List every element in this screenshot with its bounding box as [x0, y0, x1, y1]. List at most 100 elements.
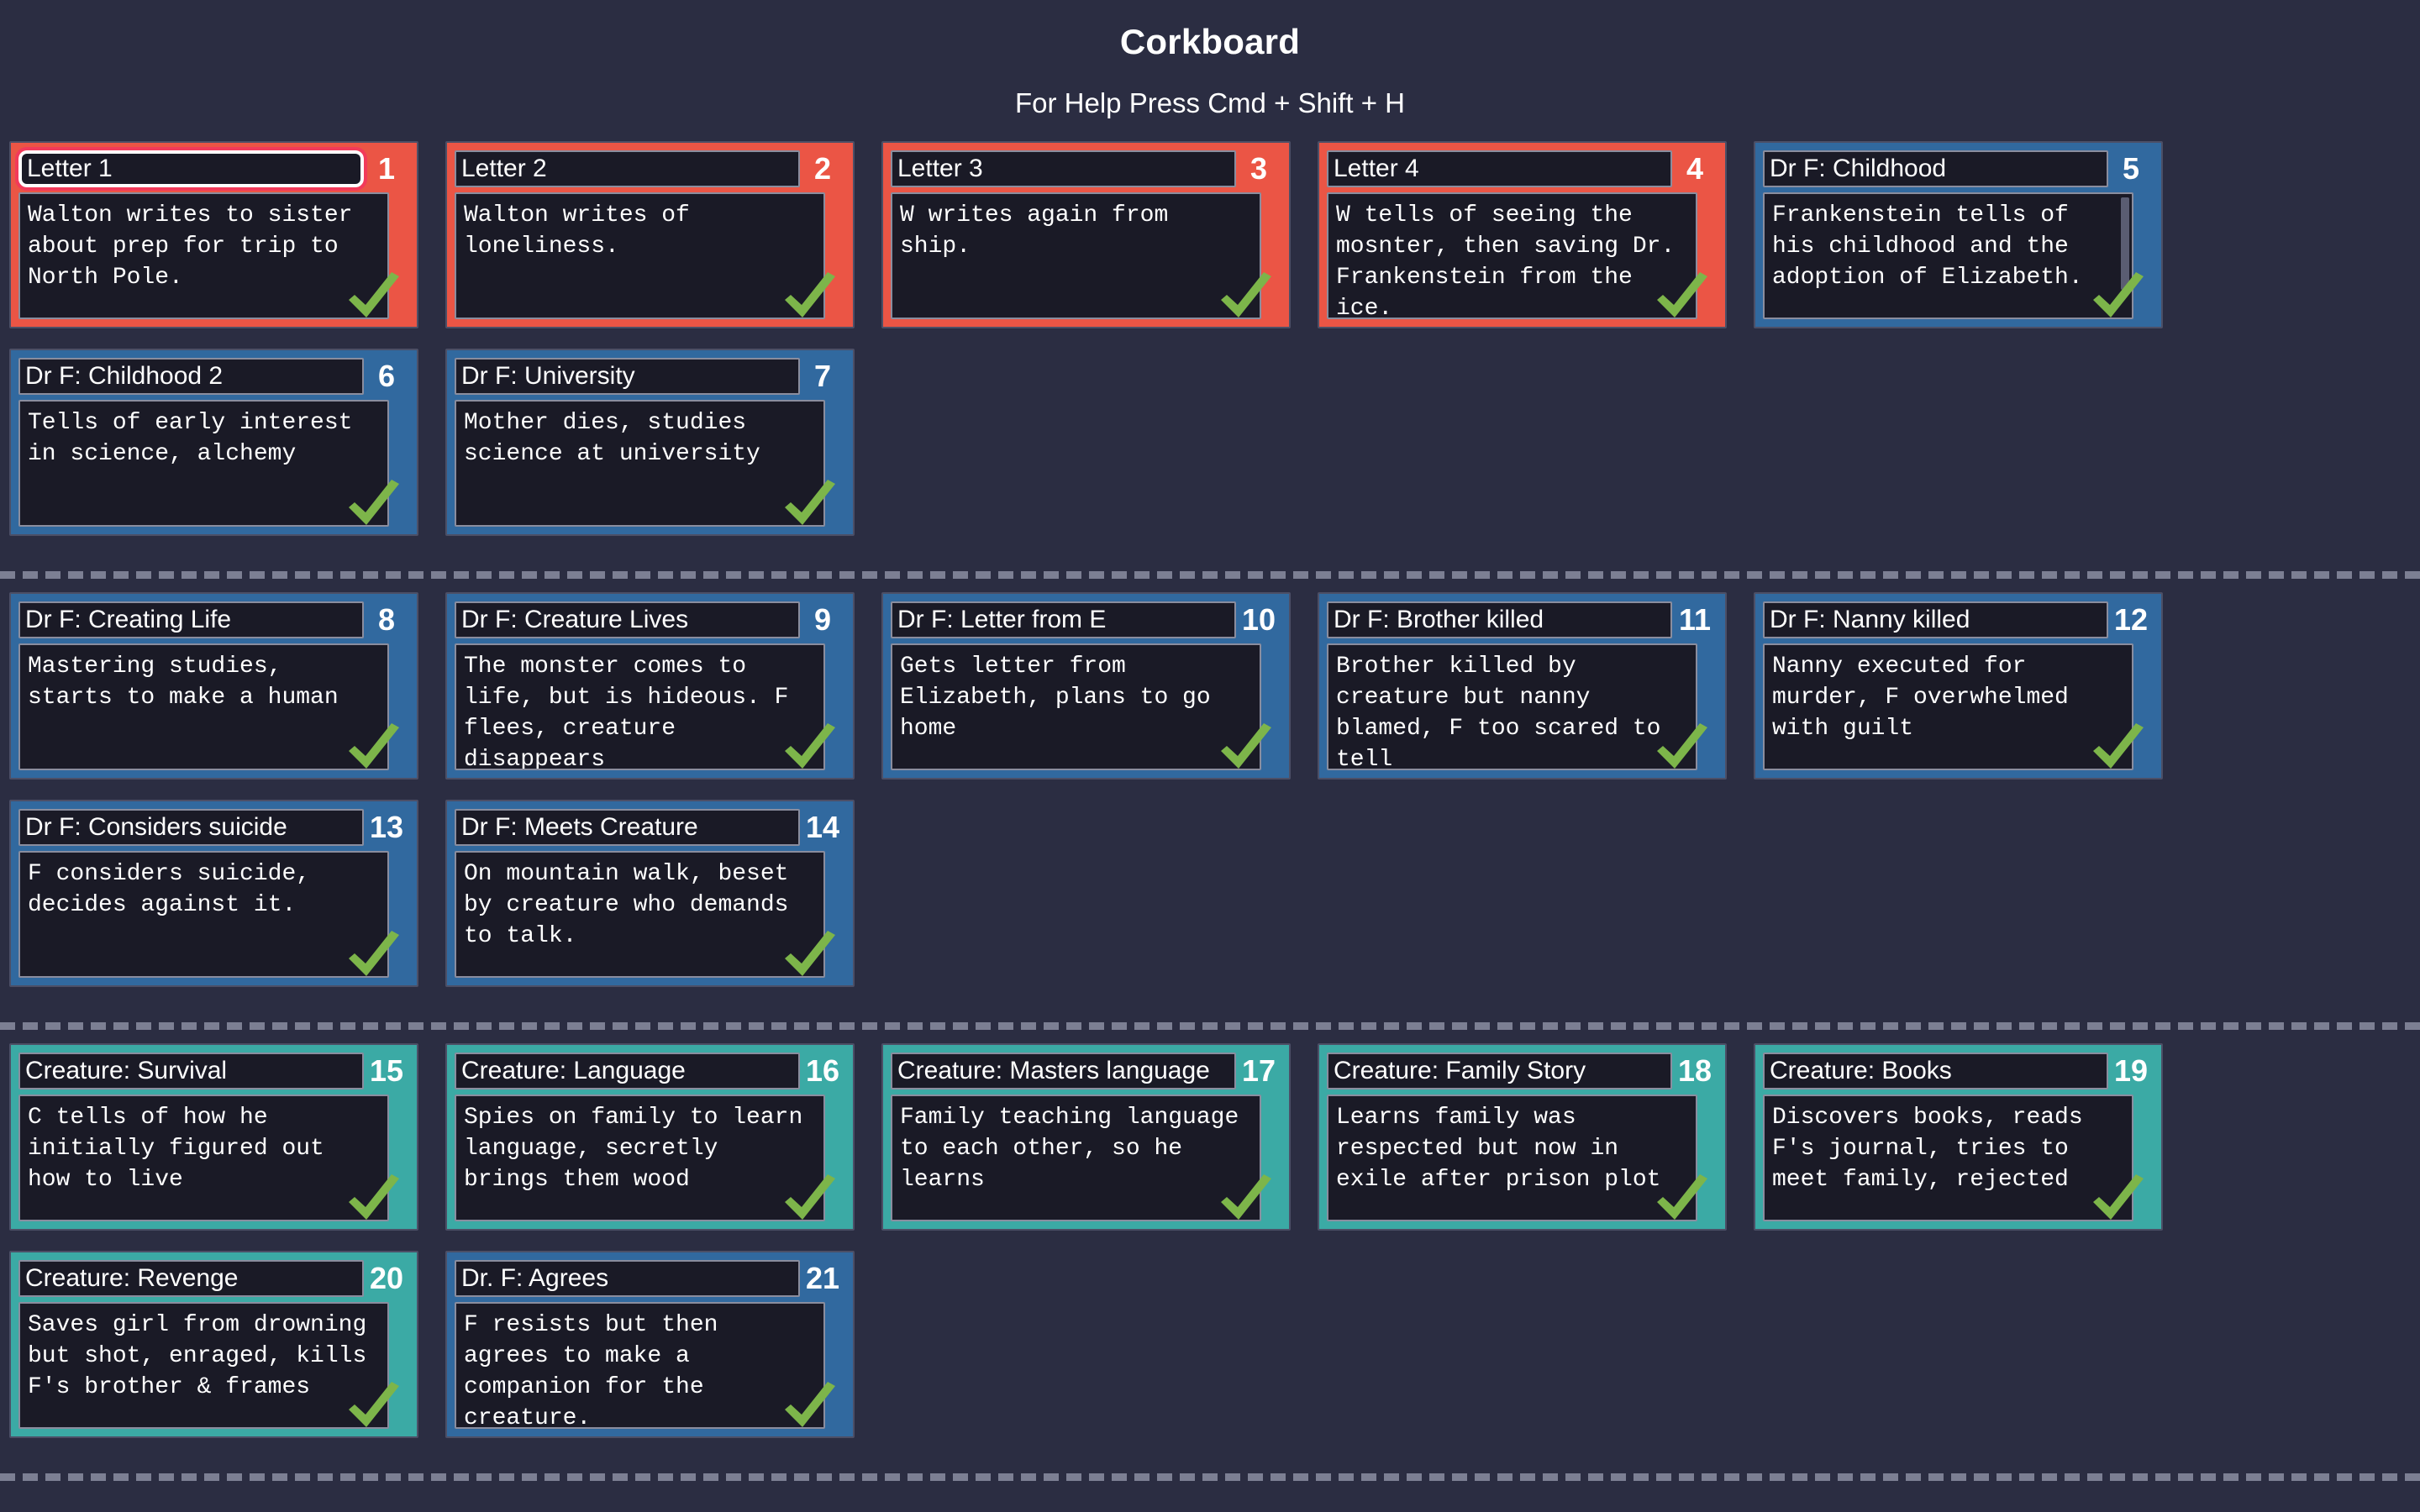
card-text-area[interactable]: Mother dies, studies science at universi…: [455, 400, 825, 528]
card-number-label: 1: [377, 151, 396, 186]
card-text-area[interactable]: Learns family was respected but now in e…: [1327, 1095, 1697, 1222]
card-text-area[interactable]: On mountain walk, beset by creature who …: [455, 851, 825, 979]
card-text-area[interactable]: C tells of how he initially figured out …: [18, 1095, 389, 1222]
card-number-label: 14: [805, 810, 840, 845]
card-title-input[interactable]: Dr F: Childhood 2: [18, 358, 364, 396]
card-synopsis-text: Mastering studies, starts to make a huma…: [28, 654, 339, 711]
card-title-input[interactable]: Dr F: Creating Life: [18, 601, 364, 639]
page-title: Corkboard: [1119, 22, 1301, 61]
card-number-label: 11: [1678, 602, 1712, 638]
card-number-label: 8: [377, 602, 396, 638]
card-title-input[interactable]: Dr F: University: [455, 358, 800, 396]
card-title-input[interactable]: Creature: Language: [455, 1053, 800, 1090]
card-title-input[interactable]: Creature: Masters language: [891, 1053, 1236, 1090]
card-number-label: 5: [2122, 151, 2140, 186]
card-synopsis-text: F resists but then agrees to make a comp…: [464, 1312, 733, 1430]
card-text-area[interactable]: Brother killed by creature but nanny bla…: [1327, 643, 1697, 771]
card-text-area[interactable]: Nanny executed for murder, F overwhelmed…: [1763, 643, 2133, 771]
card-synopsis-text: Gets letter from Elizabeth, plans to go …: [900, 654, 1225, 743]
board-header: Corkboard For Help Press Cmd + Shift + H: [0, 0, 2420, 119]
card-text-area[interactable]: Mastering studies, starts to make a huma…: [18, 643, 389, 771]
card-number-label: 6: [377, 359, 396, 394]
card-text-area[interactable]: Tells of early interest in science, alch…: [18, 400, 389, 528]
card-text-area[interactable]: Walton writes to sister about prep for t…: [18, 192, 389, 320]
card-number-label: 2: [813, 151, 832, 186]
card-text-area[interactable]: F resists but then agrees to make a comp…: [455, 1302, 825, 1430]
card-text-area[interactable]: Gets letter from Elizabeth, plans to go …: [891, 643, 1261, 771]
help-hint: For Help Press Cmd + Shift + H: [1015, 87, 1405, 119]
card-synopsis-text: Spies on family to learn language, secre…: [464, 1105, 818, 1194]
card-text-scrollbar[interactable]: [2121, 197, 2129, 291]
card-synopsis-text: Walton writes to sister about prep for t…: [28, 202, 367, 291]
index-card-3[interactable]: Letter 3 3 W writes again from ship.: [881, 141, 1291, 329]
index-card-4[interactable]: Letter 4 4 W tells of seeing the mosnter, …: [1318, 141, 1727, 329]
card-title-input[interactable]: Dr F: Childhood: [1763, 150, 2108, 188]
card-number-label: 4: [1686, 151, 1704, 186]
card-title-input[interactable]: Dr F: Considers suicide: [18, 809, 364, 847]
card-title-input[interactable]: Dr F: Meets Creature: [455, 809, 800, 847]
card-title-input[interactable]: Letter 1: [15, 147, 367, 192]
card-title-input[interactable]: Letter 2: [455, 150, 800, 188]
card-header: Dr F: Childhood 5: [1763, 150, 2154, 188]
card-title-input[interactable]: Dr F: Creature Lives: [455, 601, 800, 639]
card-title-input[interactable]: Creature: Revenge: [18, 1260, 364, 1298]
card-title-input[interactable]: Dr F: Brother killed: [1327, 601, 1672, 639]
card-title-input[interactable]: Letter 4: [1327, 150, 1672, 188]
card-text-area[interactable]: Saves girl from drowning but shot, enrag…: [18, 1302, 389, 1430]
card-text-area[interactable]: Walton writes of loneliness.: [455, 192, 825, 320]
card-text-area[interactable]: Family teaching language to each other, …: [891, 1095, 1261, 1222]
card-text-area[interactable]: Discovers books, reads F's journal, trie…: [1763, 1095, 2133, 1222]
card-title-input[interactable]: Creature: Survival: [18, 1053, 364, 1090]
card-title-input[interactable]: Creature: Family Story: [1327, 1053, 1672, 1090]
card-number-label: 7: [813, 359, 832, 394]
card-title-input[interactable]: Dr. F: Agrees: [455, 1260, 800, 1298]
card-text-area[interactable]: Frankenstein tells of his childhood and …: [1763, 192, 2133, 320]
card-title-input[interactable]: Dr F: Letter from E: [891, 601, 1236, 639]
card-title-input[interactable]: Dr F: Nanny killed: [1763, 601, 2108, 639]
card-title-input[interactable]: Creature: Books: [1763, 1053, 2108, 1090]
card-number-label: 3: [1249, 151, 1268, 186]
card-number-label: 18: [1677, 1053, 1712, 1089]
card-number-label: 17: [1241, 1053, 1276, 1089]
card-text-area[interactable]: W tells of seeing the mosnter, then savi…: [1327, 192, 1697, 320]
card-synopsis-text: W writes again from ship.: [900, 202, 1183, 260]
card-text-area[interactable]: The monster comes to life, but is hideou…: [455, 643, 825, 771]
card-text-area[interactable]: W writes again from ship.: [891, 192, 1261, 320]
card-text-area[interactable]: Spies on family to learn language, secre…: [455, 1095, 825, 1222]
card-text-area[interactable]: F considers suicide, decides against it.: [18, 851, 389, 979]
card-synopsis-text: Brother killed by creature but nanny bla…: [1336, 654, 1676, 771]
card-title-input[interactable]: Letter 3: [891, 150, 1236, 188]
